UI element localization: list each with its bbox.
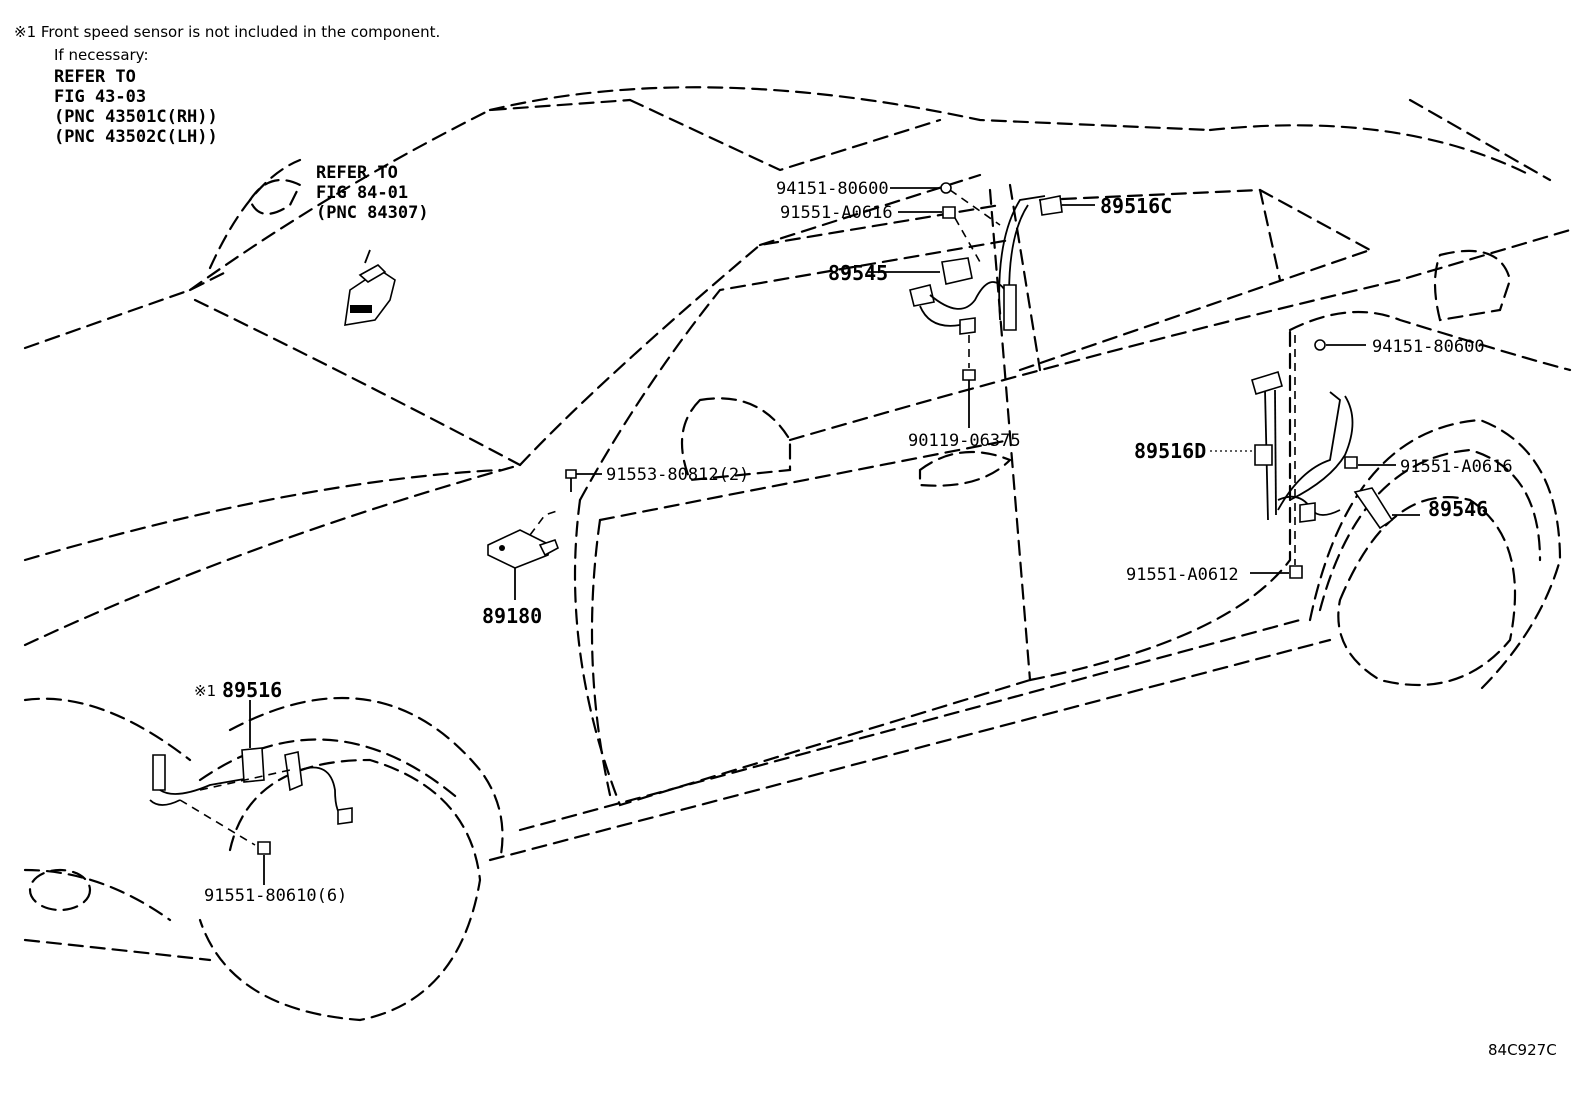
label-89180: 89180 [482, 604, 542, 628]
label-89545: 89545 [828, 261, 888, 285]
label-91551-a0616-top: 91551-A0616 [780, 203, 893, 223]
part-labels: 94151-80600 91551-A0616 89516C 89545 901… [194, 179, 1513, 906]
note-line-4: FIG 43-03 [54, 87, 146, 107]
note-line-5: (PNC 43501C(RH)) [54, 107, 218, 127]
nut-94151-right-part [1294, 335, 1366, 565]
bolt-91553-part [565, 469, 602, 492]
refer-block: REFER TO FIG 84-01 (PNC 84307) [316, 163, 429, 223]
refer-line-2: FIG 84-01 [316, 183, 408, 203]
note-line-2: If necessary: [54, 46, 149, 64]
label-89516: 89516 [222, 678, 282, 702]
harness-89516-part [149, 700, 353, 846]
label-94151-80600-top: 94151-80600 [776, 179, 889, 199]
bolt-91551-a0616-right-part [1344, 456, 1396, 469]
refer-line-1: REFER TO [316, 163, 398, 183]
bolt-91551-80610-part [257, 841, 271, 885]
note-line-1: ※1 Front speed sensor is not included in… [14, 23, 440, 41]
note-line-3: REFER TO [54, 67, 136, 87]
label-91553-80812: 91553-80812(2) [606, 465, 749, 485]
label-89516-mark: ※1 [194, 682, 216, 700]
sensor-89180-part [487, 509, 561, 600]
label-89516d: 89516D [1134, 439, 1206, 463]
label-90119-06375: 90119-06375 [908, 431, 1021, 451]
label-91551-a0616-right: 91551-A0616 [1400, 457, 1513, 477]
sensor-89545-part [868, 257, 1011, 335]
bolt-90119-part [962, 335, 976, 428]
mirror-sensor-part [344, 249, 396, 326]
label-89546: 89546 [1428, 497, 1488, 521]
car-body-outline [23, 86, 1572, 1022]
note-line-6: (PNC 43502C(LH)) [54, 127, 218, 147]
label-94151-80600-right: 94151-80600 [1372, 337, 1485, 357]
sensor-89546-part [1353, 487, 1420, 530]
bolt-91551-a0612-part [1250, 565, 1303, 579]
refer-line-3: (PNC 84307) [316, 203, 429, 223]
nut-94151-top-part [890, 182, 1001, 226]
harness-89516c-part [998, 195, 1095, 331]
note-block: ※1 Front speed sensor is not included in… [14, 23, 440, 147]
bolt-91551-a0616-top-part [898, 206, 981, 263]
label-91551-80610: 91551-80610(6) [204, 886, 347, 906]
label-91551-a0612: 91551-A0612 [1126, 565, 1239, 585]
label-89516c: 89516C [1100, 194, 1172, 218]
harness-89516d-part [1210, 370, 1354, 523]
figure-code: 84C927C [1488, 1041, 1557, 1059]
